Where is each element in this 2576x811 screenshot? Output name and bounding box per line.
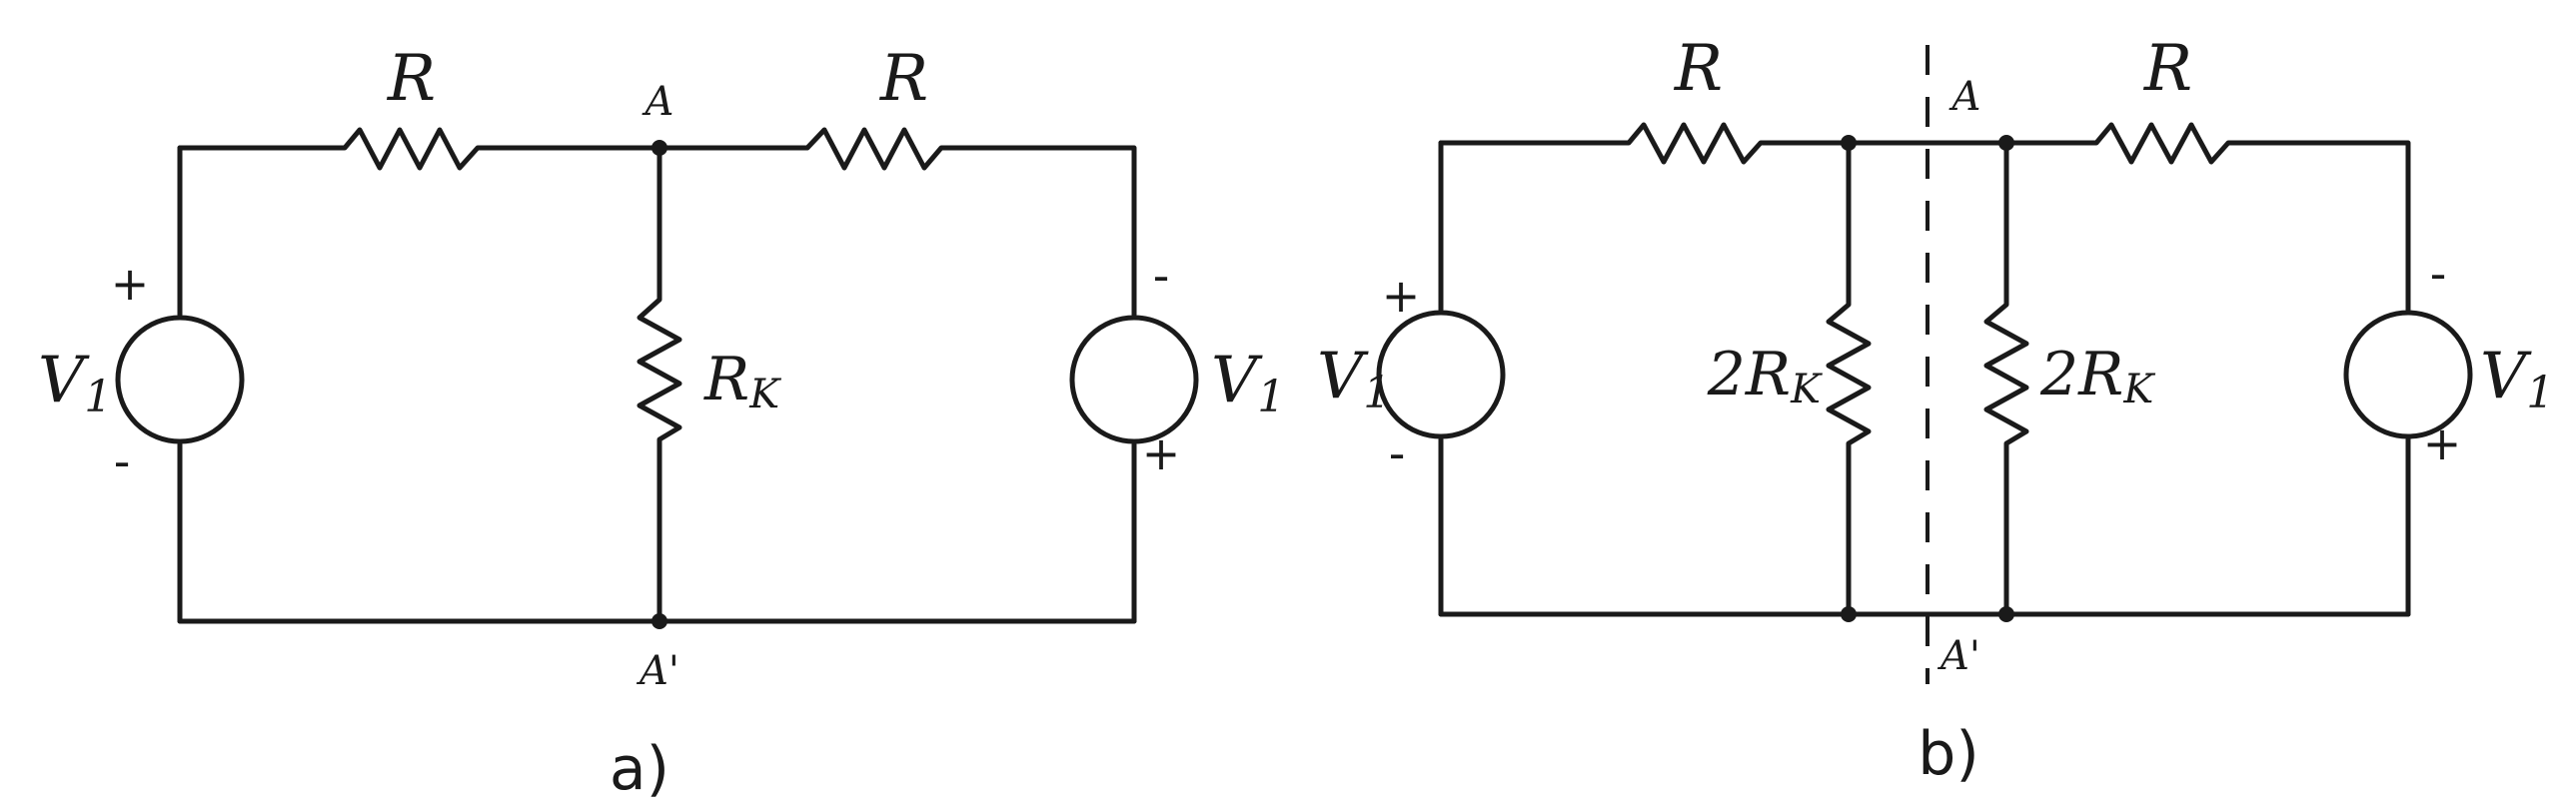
figure-a-resistor-right-label: R [879, 42, 928, 116]
figure-a-node-top-label: A [642, 79, 674, 125]
figure-b-source-right-main: V [2480, 340, 2532, 413]
figure-a-left-plus: + [111, 257, 150, 311]
figure-a-shunt-label-main: R [703, 345, 749, 414]
figure-b-resistor-right-label: R [2143, 32, 2192, 106]
figure-a-source-right-sub: 1 [1257, 372, 1285, 422]
figure-b-resistor-left-label: R [1674, 32, 1723, 106]
figure-b-left-plus: + [1382, 269, 1421, 323]
figure-a-source-left-label: V1 [38, 344, 112, 422]
figure-a-right-source-icon [1069, 315, 1199, 444]
figure-b-caption: b) [1918, 719, 1979, 789]
figure-b-left-minus: - [1389, 426, 1406, 480]
figure-a-node-a-prime-dot [651, 613, 667, 629]
figure-a-left-minus: - [114, 434, 131, 488]
figure-b-right-minus: - [2430, 247, 2447, 301]
figure-b-right-plus: + [2423, 416, 2462, 470]
figure-b-right-source-icon [2343, 310, 2473, 439]
figure-b-right-bottom-dot [1998, 606, 2014, 622]
figure-b-shunt-right-label: 2RK [2039, 340, 2155, 412]
figure-b-node-bottom-label: A' [1936, 633, 1980, 679]
figure-b-source-right-sub: 1 [2526, 368, 2554, 418]
figure-a-shunt-label: RK [703, 345, 781, 417]
figure-b-source-left-main: V [1317, 340, 1369, 413]
figure-a-top-wire [177, 127, 1137, 318]
figure-a-node-bottom-label: A' [636, 648, 679, 694]
figure-a-left-source-icon [115, 315, 245, 444]
figure-b-source-right-label: V1 [2480, 340, 2554, 418]
figure-a-node-a-dot [651, 140, 667, 156]
figure-a-right-minus: - [1153, 249, 1170, 303]
figure-b-shunt-left-sub: K [1790, 367, 1823, 412]
figure-b-top-wire [1438, 122, 2411, 313]
figure-b-shunt-left-resistor [1826, 140, 1872, 617]
figure-a-caption: a) [610, 734, 669, 804]
figure-b-shunt-right-main: 2R [2039, 340, 2123, 409]
figure-b-node-top-label: A [1948, 74, 1981, 120]
figure-a-right-plus: + [1142, 426, 1181, 480]
figure-a-source-right-main: V [1211, 344, 1263, 417]
figure-b-left-source-icon [1376, 310, 1506, 439]
figure-a-source-right-label: V1 [1211, 344, 1285, 422]
figure-a: R R A A' RK V1 V1 + - - + a) [38, 42, 1285, 804]
figure-b-shunt-right-sub: K [2122, 367, 2155, 412]
figure-a-shunt-resistor [637, 145, 682, 624]
figure-b-shunt-left-label: 2RK [1707, 340, 1823, 412]
figure-b-shunt-left-main: 2R [1707, 340, 1791, 409]
figure-b-left-bottom-dot [1841, 606, 1857, 622]
figure-a-resistor-left-label: R [387, 42, 436, 116]
figure-a-shunt-label-sub: K [748, 372, 781, 417]
figure-b-left-top-dot [1841, 135, 1857, 151]
figure-b-right-top-dot [1998, 135, 2014, 151]
figure-b-shunt-right-resistor [1983, 140, 2029, 617]
figure-b-source-left-label: V1 [1317, 340, 1391, 418]
figure-a-source-left-sub: 1 [84, 372, 112, 422]
figure-b: R R A A' 2RK 2RK V1 V1 + - - + b) [1317, 32, 2554, 789]
figure-a-source-left-main: V [38, 344, 90, 417]
figure-b-source-left-sub: 1 [1363, 368, 1391, 418]
